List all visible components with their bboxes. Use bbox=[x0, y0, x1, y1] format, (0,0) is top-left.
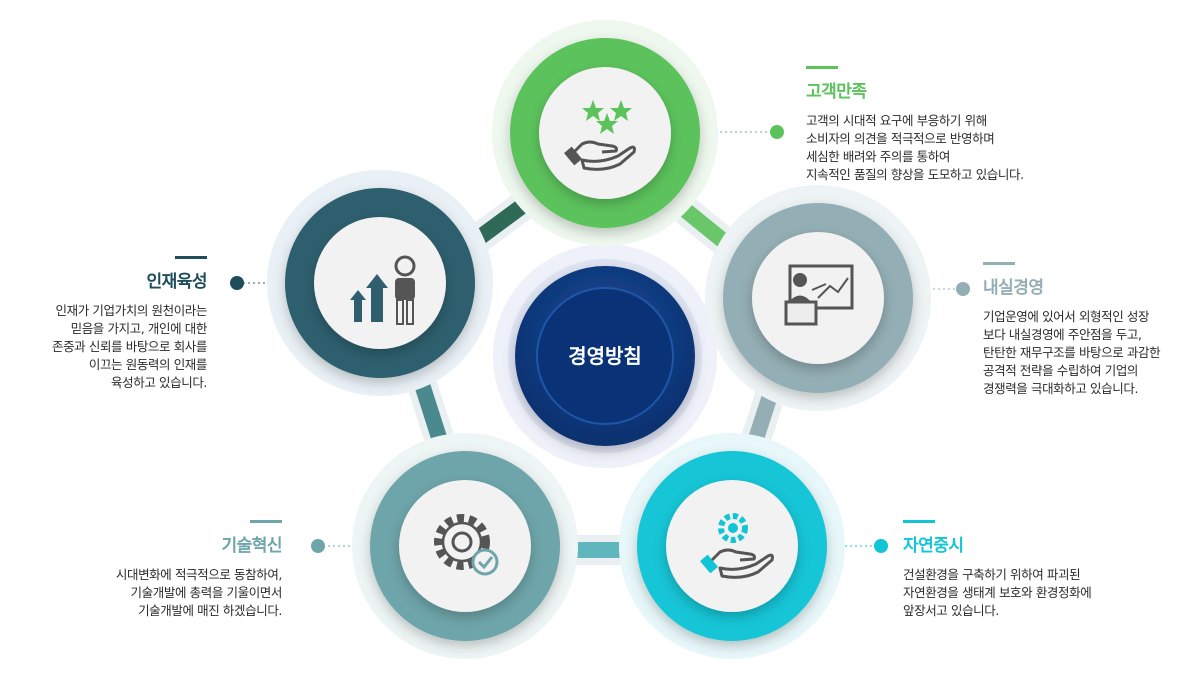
block-customer: 고객만족 고객의 시대적 요구에 부응하기 위해 소비자의 의견을 적극적으로 … bbox=[806, 66, 1024, 184]
desc-line: 탄탄한 재무구조를 바탕으로 과감한 bbox=[983, 345, 1161, 360]
desc-line: 믿음을 가지고, 개인에 대한 bbox=[70, 321, 208, 336]
desc-line: 건설환경을 구축하기 위하여 파괴된 bbox=[903, 567, 1081, 582]
desc-line: 자연환경을 생태계 보호와 환경정화에 bbox=[903, 585, 1092, 600]
desc-line: 인재가 기업가치의 원천이라는 bbox=[55, 303, 208, 318]
block-talent: 인재육성 인재가 기업가치의 원천이라는 믿음을 가지고, 개인에 대한 존중과… bbox=[52, 256, 208, 392]
desc-line: 시대변화에 적극적으로 동참하여, bbox=[115, 567, 283, 582]
desc-customer: 고객의 시대적 요구에 부응하기 위해 소비자의 의견을 적극적으로 반영하며 … bbox=[806, 112, 1024, 184]
dot-customer bbox=[770, 125, 784, 139]
accent-bar bbox=[983, 262, 1015, 265]
dot-tech bbox=[311, 539, 325, 553]
desc-line: 존중과 신뢰를 바탕으로 회사를 bbox=[51, 339, 207, 354]
dot-management bbox=[956, 282, 970, 296]
node-management bbox=[705, 185, 931, 411]
title-customer: 고객만족 bbox=[806, 82, 867, 102]
desc-tech: 시대변화에 적극적으로 동참하여, 기술개발에 총력을 기울이면서 기술개발에 … bbox=[115, 566, 283, 620]
desc-line: 육성하고 있습니다. bbox=[111, 375, 207, 390]
dot-talent bbox=[230, 276, 244, 290]
title-talent: 인재육성 bbox=[146, 272, 207, 292]
desc-line: 경쟁력을 극대화하고 있습니다. bbox=[983, 381, 1139, 396]
block-tech: 기술혁신 시대변화에 적극적으로 동참하여, 기술개발에 총력을 기울이면서 기… bbox=[115, 520, 283, 620]
title-management: 내실경영 bbox=[983, 278, 1044, 298]
desc-line: 고객의 시대적 요구에 부응하기 위해 bbox=[806, 113, 987, 128]
accent-bar bbox=[806, 66, 838, 69]
desc-line: 앞장서고 있습니다. bbox=[903, 603, 999, 618]
title-nature: 자연중시 bbox=[903, 536, 964, 556]
hand-gear-icon bbox=[700, 513, 774, 579]
hand-stars-icon bbox=[564, 100, 636, 171]
accent-bar bbox=[175, 256, 207, 259]
title-tech: 기술혁신 bbox=[221, 536, 282, 556]
desc-line: 기업운영에 있어서 외형적인 성장 bbox=[983, 309, 1150, 324]
desc-line: 기술개발에 매진 하겠습니다. bbox=[138, 603, 282, 618]
desc-nature: 건설환경을 구축하기 위하여 파괴된 자연환경을 생태계 보호와 환경정화에 앞… bbox=[903, 566, 1092, 620]
desc-line: 이끄는 원동력의 인재를 bbox=[88, 357, 208, 372]
node-tech bbox=[352, 433, 578, 659]
desc-line: 지속적인 품질의 향상을 도모하고 있습니다. bbox=[806, 167, 1024, 182]
desc-management: 기업운영에 있어서 외형적인 성장 보다 내실경영에 주안점을 두고, 탄탄한 … bbox=[983, 308, 1161, 398]
desc-line: 소비자의 의견을 적극적으로 반영하며 bbox=[806, 131, 995, 146]
node-customer bbox=[492, 20, 718, 246]
center-label: 경영방침 bbox=[568, 344, 642, 368]
person-growth-icon bbox=[350, 255, 416, 325]
block-nature: 자연중시 건설환경을 구축하기 위하여 파괴된 자연환경을 생태계 보호와 환경… bbox=[903, 520, 1092, 620]
center-circle: 경영방침 bbox=[493, 244, 717, 468]
presenter-chart-icon bbox=[784, 264, 854, 326]
block-management: 내실경영 기업운영에 있어서 외형적인 성장 보다 내실경영에 주안점을 두고,… bbox=[983, 262, 1161, 398]
node-nature bbox=[619, 433, 845, 659]
gear-check-icon bbox=[434, 514, 499, 576]
desc-line: 세심한 배려와 주의를 통하여 bbox=[806, 149, 950, 164]
dot-nature bbox=[874, 539, 888, 553]
desc-line: 공격적 전략을 수립하여 기업의 bbox=[983, 363, 1139, 378]
accent-bar bbox=[250, 520, 282, 523]
desc-line: 보다 내실경영에 주안점을 두고, bbox=[983, 327, 1142, 342]
desc-line: 기술개발에 총력을 기울이면서 bbox=[130, 585, 283, 600]
accent-bar bbox=[903, 520, 935, 523]
node-talent bbox=[267, 170, 493, 396]
desc-talent: 인재가 기업가치의 원천이라는 믿음을 가지고, 개인에 대한 존중과 신뢰를 … bbox=[52, 302, 207, 392]
